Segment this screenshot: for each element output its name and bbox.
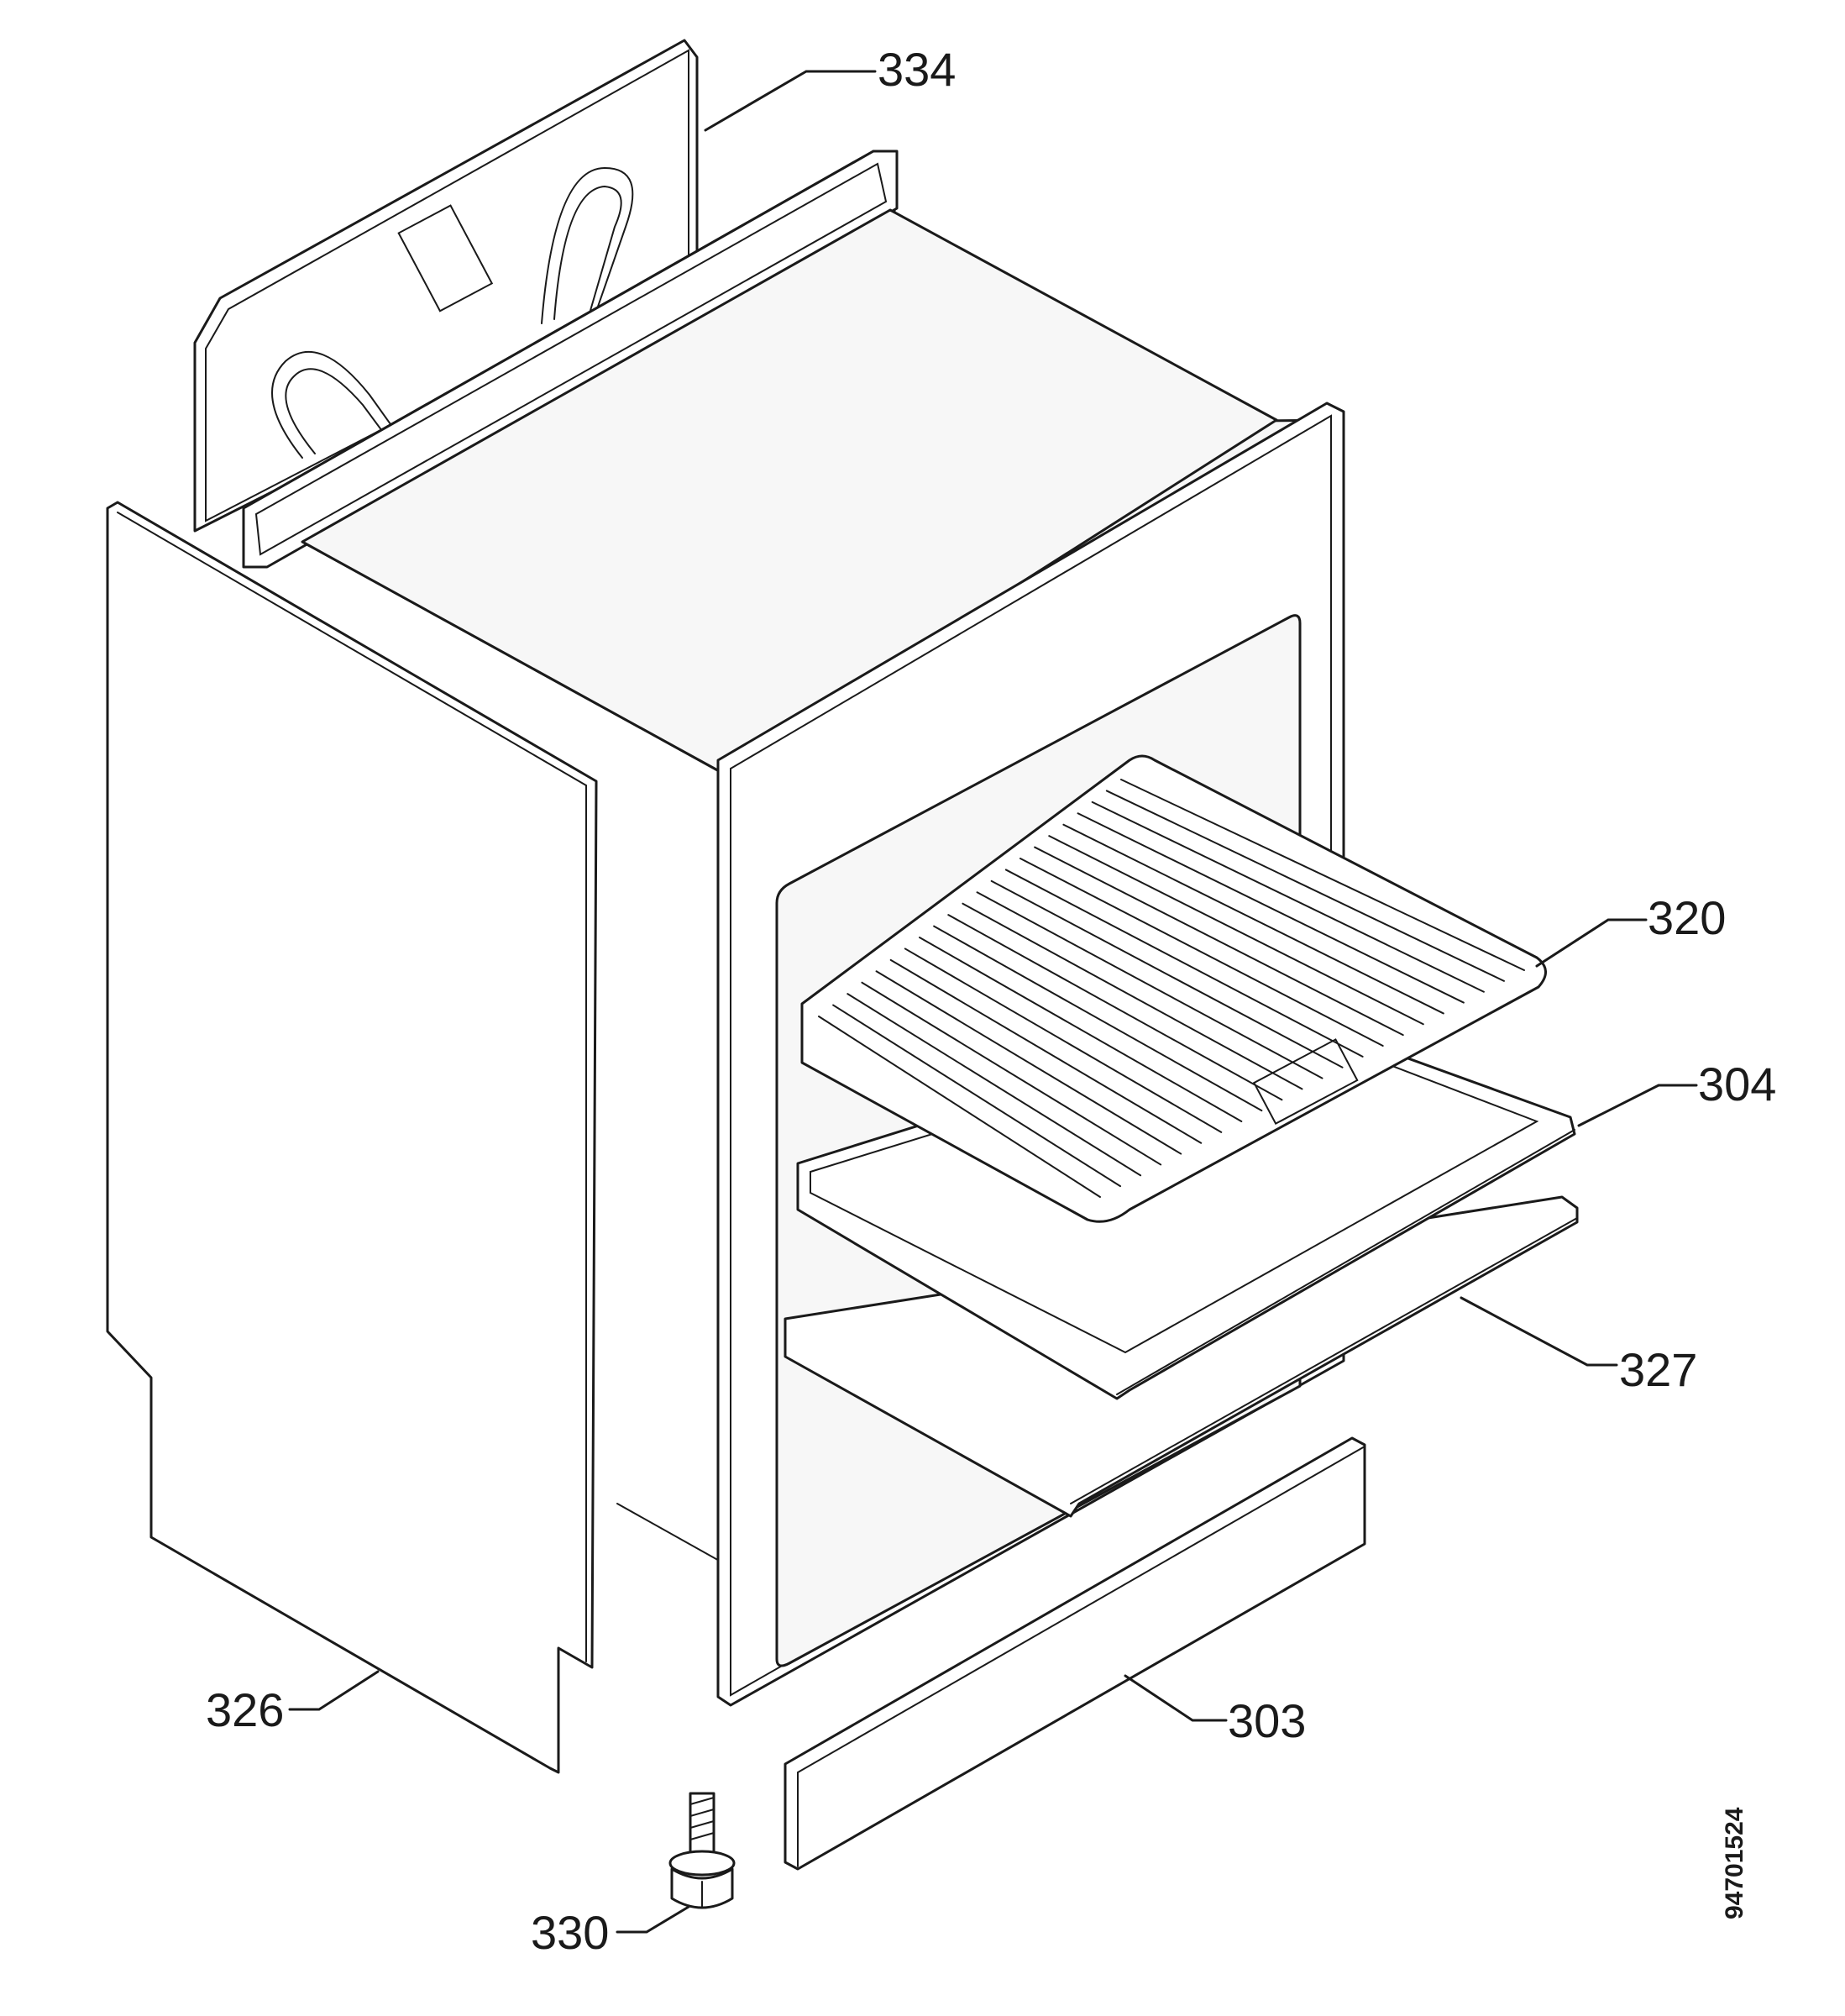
callout-330: 330 bbox=[531, 1906, 609, 1959]
element-loop-upper bbox=[541, 166, 634, 324]
shelf-bar bbox=[919, 937, 1243, 1122]
element-loop-upper-inner bbox=[553, 185, 622, 320]
callout-326: 326 bbox=[206, 1683, 284, 1736]
leader-330 bbox=[616, 1905, 690, 1934]
shelf-handle bbox=[1252, 1038, 1359, 1126]
shelf-bar bbox=[1004, 869, 1364, 1058]
kick-plate-303[interactable] bbox=[784, 1436, 1366, 1871]
leader-lines bbox=[288, 70, 1698, 1934]
rear-panel-334[interactable] bbox=[193, 39, 699, 533]
shelf-bar bbox=[1105, 790, 1505, 982]
shelf-bar bbox=[818, 1016, 1101, 1198]
element-loop-lower bbox=[271, 350, 412, 459]
shelf-bar bbox=[904, 948, 1223, 1133]
shelf-bar bbox=[962, 902, 1303, 1090]
shelf-bar bbox=[1077, 812, 1465, 1004]
leader-303 bbox=[1124, 1674, 1228, 1722]
callout-304: 304 bbox=[1698, 1058, 1776, 1110]
side-panel-326[interactable] bbox=[106, 501, 598, 1774]
leader-327 bbox=[1460, 1296, 1618, 1367]
leader-326 bbox=[288, 1670, 380, 1711]
shelf-bar bbox=[1120, 779, 1525, 971]
callout-303: 303 bbox=[1228, 1694, 1306, 1747]
shelf-bar bbox=[990, 879, 1344, 1068]
element-loop-lower-inner bbox=[285, 368, 400, 454]
leader-304 bbox=[1577, 1084, 1698, 1127]
shelf-bar bbox=[1091, 801, 1485, 993]
shelf-bar bbox=[1048, 835, 1424, 1026]
leader-320 bbox=[1535, 918, 1648, 968]
screw-330[interactable] bbox=[668, 1792, 736, 1909]
callout-320: 320 bbox=[1648, 891, 1726, 944]
callout-334: 334 bbox=[878, 43, 956, 96]
document-number: 94701524 bbox=[1721, 1807, 1748, 1919]
shelf-bar bbox=[832, 1004, 1122, 1188]
leader-334 bbox=[704, 70, 877, 132]
shelf-bar bbox=[1019, 858, 1384, 1047]
shelf-bar bbox=[861, 981, 1162, 1166]
rear-panel-window bbox=[397, 204, 494, 312]
wire-shelf-320[interactable] bbox=[800, 754, 1547, 1223]
shelf-bar bbox=[1034, 846, 1404, 1037]
shelf-bar bbox=[947, 914, 1283, 1101]
shelf-bar bbox=[1062, 823, 1444, 1015]
shelf-bar bbox=[889, 958, 1203, 1144]
shelf-bar bbox=[846, 993, 1142, 1177]
callout-327: 327 bbox=[1619, 1343, 1697, 1396]
shelf-bar bbox=[875, 970, 1182, 1155]
shelf-bar bbox=[976, 891, 1323, 1079]
shelf-bar bbox=[933, 925, 1263, 1112]
oven-cavity bbox=[242, 150, 1345, 1563]
